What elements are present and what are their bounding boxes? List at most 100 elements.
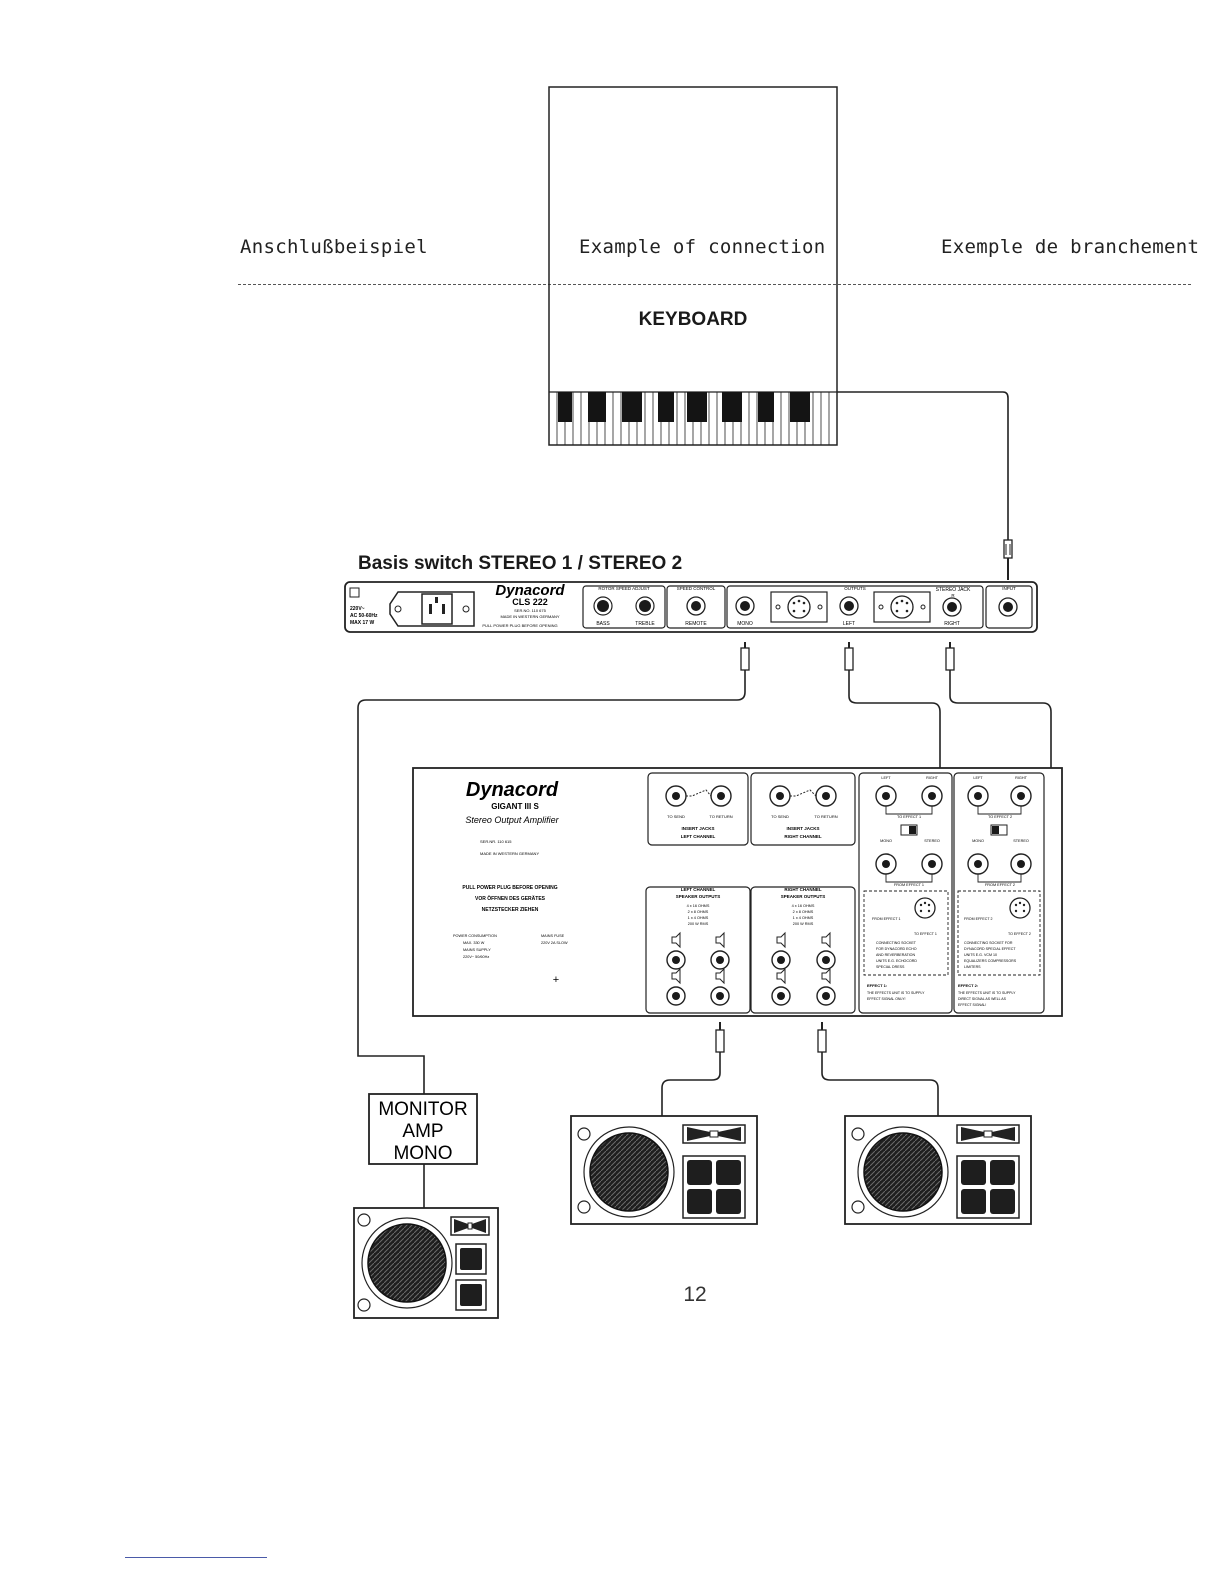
left-label: LEFT xyxy=(843,621,855,627)
tweeter-icon xyxy=(716,1160,741,1185)
effect1-from-label: FROM EFFECT 1 xyxy=(894,883,924,887)
effect2-right-label: RIGHT xyxy=(1015,776,1027,780)
jack-plug-speaker-right xyxy=(817,1022,827,1053)
basis-switch-label: Basis switch STEREO 1 / STEREO 2 xyxy=(358,553,683,574)
effect1-din-socket[interactable] xyxy=(914,897,936,919)
speaker-icon xyxy=(821,931,831,949)
black-key xyxy=(687,392,707,422)
header-english: Example of connection xyxy=(579,236,826,258)
woofer-icon xyxy=(863,1132,943,1212)
effect1-socket-1: CONNECTING SOCKET xyxy=(876,941,917,945)
gigant-brand: Dynacord xyxy=(466,779,559,801)
black-key xyxy=(722,392,742,422)
effect2-note-1: THE EFFECTS UNIT IS TO SUPPLY xyxy=(958,991,1016,995)
tweeter-icon xyxy=(961,1189,986,1214)
speed-control-label: SPEED CONTROL xyxy=(677,586,716,591)
speaker-icon xyxy=(776,931,786,949)
insert-jacks-right-title: INSERT JACKS xyxy=(786,826,819,831)
speaker-icon xyxy=(776,967,786,985)
header-rule xyxy=(238,284,1191,285)
effect1-stereo-label: STEREO xyxy=(924,839,940,843)
speaker-left-spec4: 200 W RMS xyxy=(688,922,709,926)
gigant-subtitle: Stereo Output Amplifier xyxy=(465,815,559,825)
effect1-socket-4: UNITS E.G. ECHOCORD xyxy=(876,959,917,963)
effect2-din-from: FROM EFFECT 2 xyxy=(964,917,993,921)
effect2-from-label: FROM EFFECT 2 xyxy=(985,883,1015,887)
treble-label: TREBLE xyxy=(635,621,655,627)
tweeter-icon xyxy=(961,1160,986,1185)
din-socket-1[interactable] xyxy=(770,591,828,623)
woofer-icon xyxy=(589,1132,669,1212)
keyboard-black-keys xyxy=(558,392,810,422)
effect2-mono-label: MONO xyxy=(972,839,984,843)
tweeter-icon xyxy=(687,1160,712,1185)
effect2-note-2: DIRECT SIGNAL AS WELL AS xyxy=(958,997,1007,1001)
speaker-right-spec3: 1 x 4 OHMS xyxy=(793,916,814,920)
cls222-serial: SER.NO. 110 675 xyxy=(514,608,546,613)
gigant-model: GIGANT III S xyxy=(491,802,539,811)
header-german: Anschlußbeispiel xyxy=(240,236,428,258)
effect2-din-to: TO EFFECT 2 xyxy=(1008,932,1031,936)
monitor-amp-line2: AMP xyxy=(402,1121,443,1142)
effect1-mono-label: MONO xyxy=(880,839,892,843)
header-french: Exemple de branchement xyxy=(941,236,1200,258)
speaker-icon xyxy=(671,967,681,985)
woofer-icon xyxy=(367,1223,447,1303)
gigant-warning-de2: NETZSTECKER ZIEHEN xyxy=(482,907,539,913)
keyboard xyxy=(548,86,838,446)
cls222-unit: 220V~ AC 50-60Hz MAX 17 W Dynacord CLS 2… xyxy=(344,581,1038,633)
jack-plug-mono xyxy=(740,642,750,671)
speaker-outputs-left xyxy=(645,886,751,1014)
gigant-power-line1: MAX. 330 W xyxy=(463,941,485,945)
effect1-socket-3: AND REVERBERATION xyxy=(876,953,915,957)
speaker-right-channel: RIGHT CHANNEL xyxy=(784,887,821,892)
effect2-din-socket[interactable] xyxy=(1009,897,1031,919)
effect1-din-from: FROM EFFECT 1 xyxy=(872,917,901,921)
insert-jacks-left-channel: LEFT CHANNEL xyxy=(681,834,716,839)
effect1-section xyxy=(858,772,953,1014)
monitor-amp-line3: MONO xyxy=(393,1143,452,1164)
insert-send-right-label: TO SEND xyxy=(771,814,789,819)
effect1-socket-5: SPECIAL DRESS xyxy=(876,965,905,969)
speaker-outputs-right xyxy=(750,886,856,1014)
effect2-din-area xyxy=(957,890,1041,976)
speaker-icon xyxy=(671,931,681,949)
rotor-speed-adjust-label: ROTOR SPEED ADJUST xyxy=(598,586,649,591)
black-key xyxy=(588,392,606,422)
cls222-model: CLS 222 xyxy=(512,597,548,607)
din-socket-2[interactable] xyxy=(873,591,931,623)
speaker-icon xyxy=(821,967,831,985)
black-key xyxy=(758,392,774,422)
speaker-left-channel: LEFT CHANNEL xyxy=(681,887,716,892)
effect2-note-3: EFFECT SIGNAL! xyxy=(958,1003,986,1007)
monitor-amp-line1: MONITOR xyxy=(378,1099,467,1120)
cls222-brand: Dynacord xyxy=(495,582,565,599)
cls222-power-rating-3: MAX 17 W xyxy=(350,620,374,626)
jack-plug-left xyxy=(844,642,854,671)
insert-send-left-label: TO SEND xyxy=(667,814,685,819)
jack-plug-right xyxy=(945,642,955,671)
effect2-note-title: EFFECT 2: xyxy=(958,983,978,988)
insert-jacks-left-title: INSERT JACKS xyxy=(681,826,714,831)
outputs-label: OUTPUTS xyxy=(844,586,866,591)
gigant-serial: SER.NR. 110 615 xyxy=(480,839,512,844)
speaker-left-spec3: 1 x 4 OHMS xyxy=(688,916,709,920)
outputs-section xyxy=(726,585,984,629)
right-label: RIGHT xyxy=(944,621,960,627)
black-key xyxy=(790,392,810,422)
effect2-left-label: LEFT xyxy=(973,776,983,780)
speaker-right-spec1: 4 x 16 OHMS xyxy=(792,904,815,908)
effect1-to-label: TO EFFECT 1 xyxy=(897,815,921,819)
gigant-unit: Dynacord GIGANT III S Stereo Output Ampl… xyxy=(412,767,1063,1017)
gigant-fuse-line: 220V 2A SLOW xyxy=(541,941,568,945)
effect1-din-to: TO EFFECT 1 xyxy=(914,932,937,936)
gigant-warning-de1: VOR ÖFFNEN DES GERÄTES xyxy=(475,895,546,902)
speaker-cabinet-right xyxy=(844,1115,1032,1225)
tweeter-icon xyxy=(460,1248,482,1270)
speaker-left-spec1: 4 x 16 OHMS xyxy=(687,904,710,908)
gigant-made-in: MADE IN WESTERN GERMANY xyxy=(480,851,539,856)
effect1-note-1: THE EFFECTS UNIT IS TO SUPPLY xyxy=(867,991,925,995)
gigant-power-title: POWER CONSUMPTION xyxy=(453,934,497,938)
cable-right-speaker xyxy=(821,1052,939,1116)
